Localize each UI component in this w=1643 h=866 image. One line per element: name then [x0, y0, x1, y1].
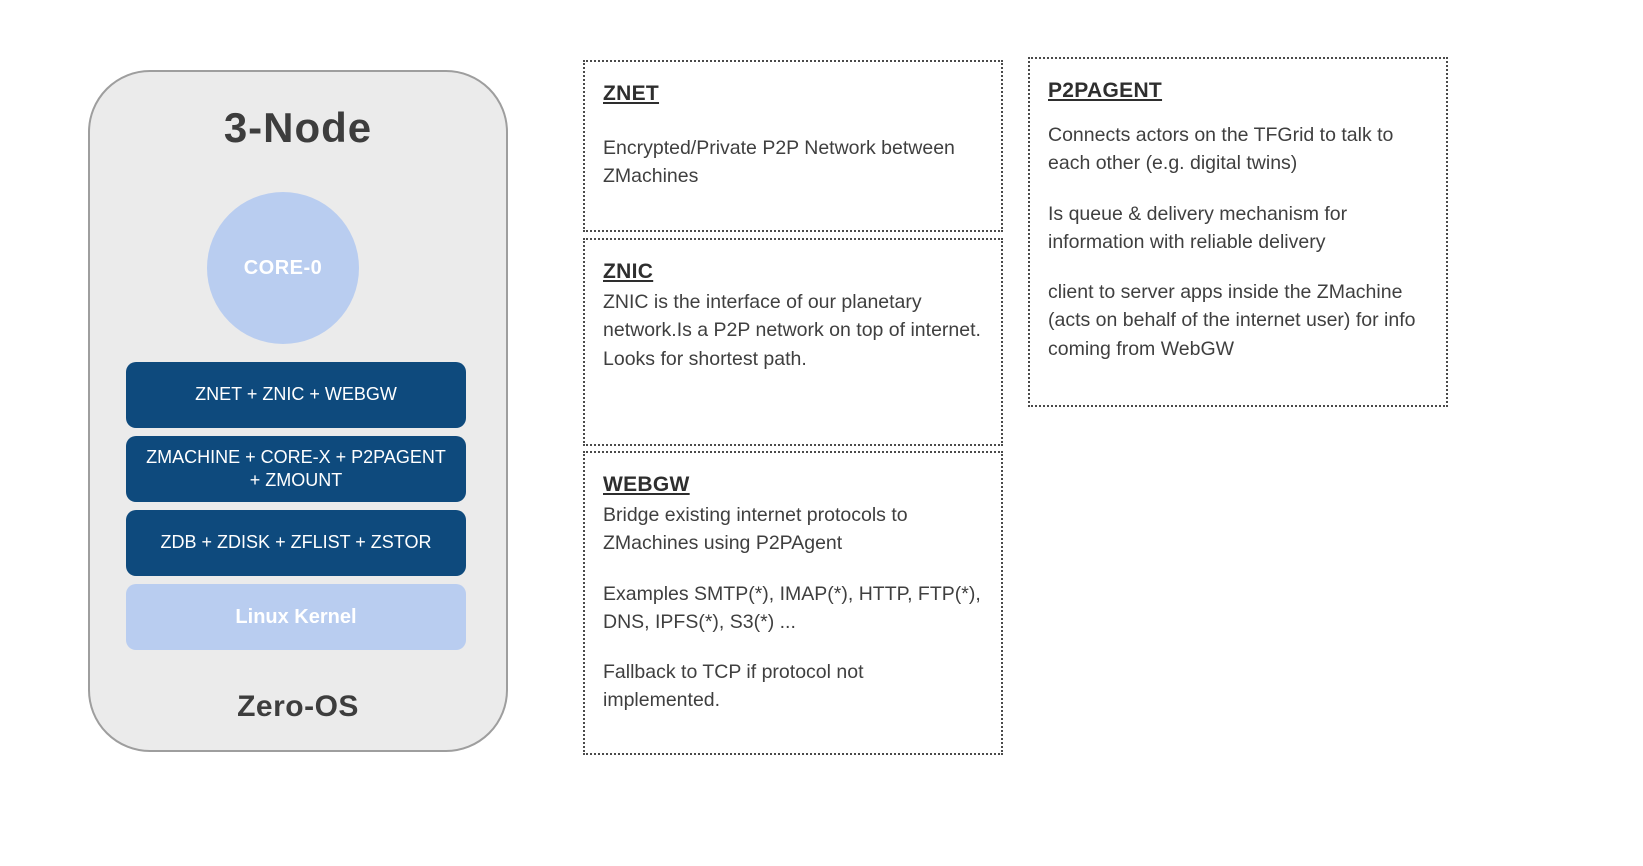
info-box-p2pagent-paragraph: Is queue & delivery mechanism for inform… [1048, 202, 1348, 253]
node-stack-title: 3-Node [223, 104, 373, 151]
info-box-p2pagent-paragraph: client to server apps inside the ZMachin… [1048, 281, 1416, 360]
info-box-webgw-title: WEBGW [603, 473, 690, 496]
layer-znet-znic-webgw: ZNET + ZNIC + WEBGW [126, 362, 466, 428]
info-box-znet: ZNET Encrypted/Private P2P Network betwe… [583, 60, 1003, 232]
info-box-webgw-paragraph: Bridge existing internet protocols to ZM… [603, 504, 908, 555]
layer-zmachine-corex-p2pagent-zmount: ZMACHINE + CORE-X + P2PAGENT + ZMOUNT [126, 436, 466, 502]
info-box-znet-title: ZNET [603, 82, 660, 105]
info-box-p2pagent: P2PAGENT Connects actors on the TFGrid t… [1028, 57, 1448, 407]
info-box-znic-title: ZNIC [603, 260, 654, 283]
info-box-webgw-paragraph: Fallback to TCP if protocol not implemen… [603, 661, 864, 712]
node-stack-footer: Zero-OS [237, 690, 359, 723]
info-box-p2pagent-title: P2PAGENT [1048, 79, 1163, 102]
node-stack-panel: 3-Node CORE-0 ZNET + ZNIC + WEBGW ZMACHI… [88, 70, 508, 752]
core-circle-label: CORE-0 [243, 256, 323, 279]
info-box-p2pagent-paragraph: Connects actors on the TFGrid to talk to… [1048, 124, 1394, 175]
info-box-znic: ZNIC ZNIC is the interface of our planet… [583, 238, 1003, 446]
layer-stack: ZNET + ZNIC + WEBGW ZMACHINE + CORE-X + … [126, 362, 466, 650]
info-box-znic-paragraph: ZNIC is the interface of our planetary n… [603, 291, 981, 370]
layer-linux-kernel: Linux Kernel [126, 584, 466, 650]
info-box-webgw-paragraph: Examples SMTP(*), IMAP(*), HTTP, FTP(*),… [603, 582, 981, 633]
core-circle: CORE-0 [207, 192, 359, 344]
layer-zdb-zdisk-zflist-zstor: ZDB + ZDISK + ZFLIST + ZSTOR [126, 510, 466, 576]
info-box-znet-paragraph: Encrypted/Private P2P Network between ZM… [603, 137, 955, 188]
info-box-webgw: WEBGW Bridge existing internet protocols… [583, 451, 1003, 755]
